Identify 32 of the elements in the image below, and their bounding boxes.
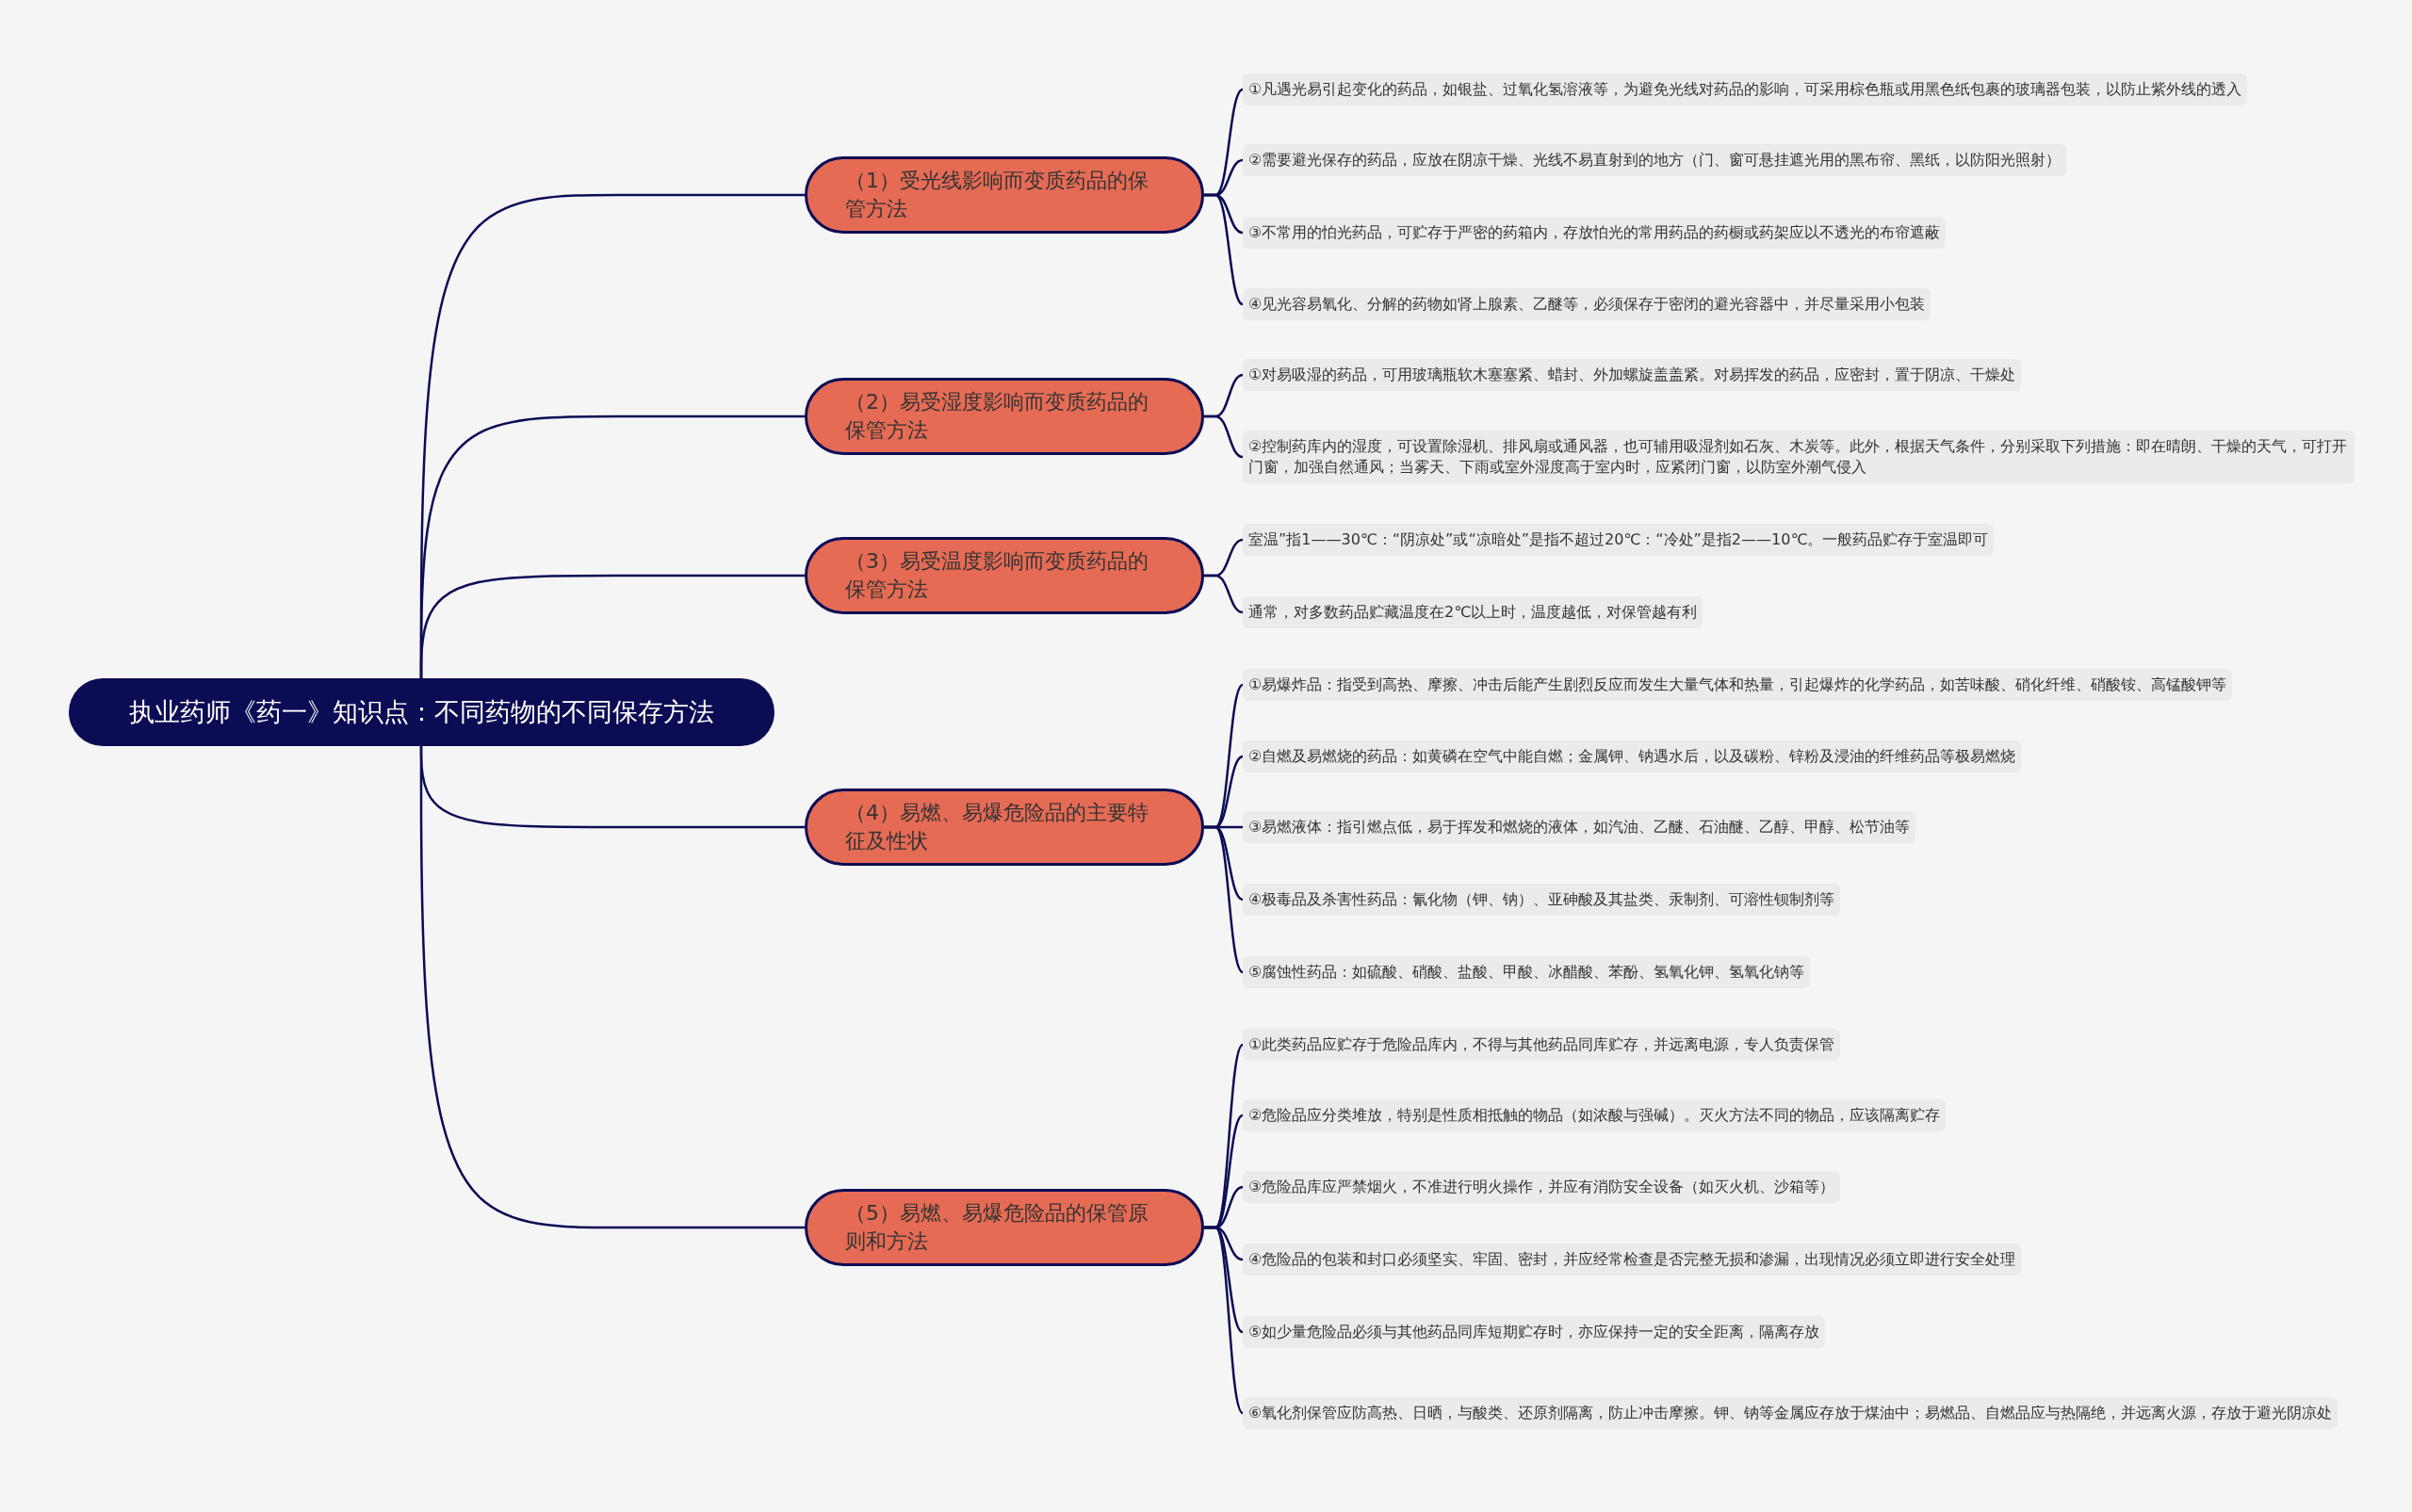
connector-line (1204, 193, 1244, 306)
leaf-note: ④极毒品及杀害性药品：氰化物（钾、钠）、亚砷酸及其盐类、汞制剂、可溶性钡制剂等 (1243, 884, 1841, 916)
leaf-note: ②危险品应分类堆放，特别是性质相抵触的物品（如浓酸与强碱）。灭火方法不同的物品，应该隔离贮存 (1243, 1099, 1947, 1131)
branch-topic: （1）受光线影响而变质药品的保管方法 (805, 156, 1204, 234)
leaf-note: ②自燃及易燃烧的药品：如黄磷在空气中能自燃；金属钾、钠遇水后，以及碳粉、锌粉及浸油的纤维药品等极易燃烧 (1243, 740, 2022, 772)
branch-topic: （4）易燃、易爆危险品的主要特征及性状 (805, 789, 1204, 866)
leaf-note: ①此类药品应贮存于危险品库内，不得与其他药品同库贮存，并远离电源，专人负责保管 (1243, 1029, 1841, 1061)
connector-line (1204, 574, 1244, 614)
central-topic: 执业药师《药一》知识点：不同药物的不同保存方法 (69, 678, 774, 746)
leaf-note: ④危险品的包装和封口必须坚实、牢固、密封，并应经常检查是否完整无损和渗漏，出现情况必须立即进行安全处理 (1243, 1244, 2022, 1276)
leaf-note: 通常，对多数药品贮藏温度在2℃以上时，温度越低，对保管越有利 (1243, 596, 1703, 628)
leaf-note: ③易燃液体：指引燃点低，易于挥发和燃烧的液体，如汽油、乙醚、石油醚、乙醇、甲醇、松节油等 (1243, 811, 1916, 843)
leaf-note: ③不常用的怕光药品，可贮存于严密的药箱内，存放怕光的常用药品的药橱或药架应以不透光的布帘遮蔽 (1243, 217, 1947, 249)
leaf-note: ②需要避光保存的药品，应放在阴凉干燥、光线不易直射到的地方（门、窗可悬挂遮光用的黑布帘、黑纸，以防阳光照射） (1243, 144, 2067, 176)
branch-topic: （2）易受湿度影响而变质药品的保管方法 (805, 378, 1204, 455)
connector-line (419, 746, 805, 1229)
leaf-note: ⑤如少量危险品必须与其他药品同库短期贮存时，亦应保持一定的安全距离，隔离存放 (1243, 1316, 1826, 1348)
leaf-note: 室温”指1——30℃：“阴凉处”或“凉暗处”是指不超过20℃：“冷处”是指2——10℃。一般药品贮存于室温即可 (1243, 524, 1995, 556)
connector-line (1204, 415, 1244, 459)
leaf-note: ④见光容易氧化、分解的药物如肾上腺素、乙醚等，必须保存于密闭的避光容器中，并尽量采用小包装 (1243, 288, 1931, 320)
leaf-note: ⑤腐蚀性药品：如硫酸、硝酸、盐酸、甲酸、冰醋酸、苯酚、氢氧化钾、氢氧化钠等 (1243, 956, 1811, 988)
branch-topic: （5）易燃、易爆危险品的保管原则和方法 (805, 1189, 1204, 1266)
connector-line (1204, 1226, 1244, 1414)
branch-topic: （3）易受温度影响而变质药品的保管方法 (805, 537, 1204, 614)
connector-line (419, 574, 805, 678)
leaf-note: ③危险品库应严禁烟火，不准进行明火操作，并应有消防安全设备（如灭火机、沙箱等） (1243, 1171, 1841, 1203)
leaf-note: ②控制药库内的湿度，可设置除湿机、排风扇或通风器，也可辅用吸湿剂如石灰、木炭等。此外，根据天气条件，分别采取下列措施：即在晴朗、干燥的天气，可打开门窗，加强自然通风；当雾天、下雨或室外湿度高于室内时，应紧闭门窗，以防室外潮气侵入 (1243, 431, 2355, 483)
connector-line (1204, 825, 1244, 973)
leaf-note: ①易爆炸品：指受到高热、摩擦、冲击后能产生剧烈反应而发生大量气体和热量，引起爆炸的化学药品，如苦味酸、硝化纤维、硝酸铵、高锰酸钾等 (1243, 669, 2233, 701)
leaf-note: ①凡遇光易引起变化的药品，如银盐、过氧化氢溶液等，为避免光线对药品的影响，可采用棕色瓶或用黑色纸包裹的玻璃器包装，以防止紫外线的透入 (1243, 73, 2248, 106)
leaf-note: ⑥氧化剂保管应防高热、日晒，与酸类、还原剂隔离，防止冲击摩擦。钾、钠等金属应存放于煤油中；易燃品、自燃品应与热隔绝，并远离火源，存放于避光阴凉处 (1243, 1397, 2339, 1429)
leaf-note: ①对易吸湿的药品，可用玻璃瓶软木塞塞紧、蜡封、外加螺旋盖盖紧。对易挥发的药品，应密封，置于阴凉、干燥处 (1243, 359, 2022, 391)
